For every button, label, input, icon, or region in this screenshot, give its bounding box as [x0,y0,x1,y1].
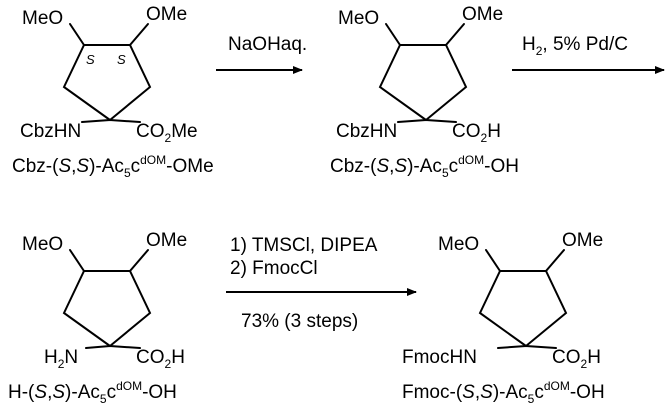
compound-fmoc-oh: MeO OMe FmocHN CO2H Fmoc-(S,S)-Ac5cdOM-O… [402,230,605,406]
label-acid: CO2H [136,347,185,371]
bond-acid [109,345,141,349]
bond-amine [497,345,527,349]
compound-cbz-oh: MeO OMe CbzHN CO2H Cbz-(S,S)-Ac5cdOM-OH [330,4,519,180]
compound-name: Fmoc-(S,S)-Ac5cdOM-OH [402,379,605,406]
bond-ome [445,23,465,46]
label-amine: FmocHN [402,347,477,368]
label-ome: OMe [562,230,603,251]
label-acid: CO2H [552,347,601,371]
compound-cbz-ome: MeO OMe S S CbzHN CO2Me Cbz-(S,S)-Ac5cdO… [12,4,214,180]
label-meo: MeO [22,234,63,255]
bond-meo [385,23,401,46]
bond-amine [81,119,111,123]
reagent-label: NaOHaq. [228,34,307,55]
bond-amine [85,345,111,349]
reagent-line-1: 1) TMSCl, DIPEA [230,235,378,256]
ring-bonds [62,44,152,122]
reaction-step-2: H2, 5% Pd/C [512,34,665,74]
reagent-label: H2, 5% Pd/C [522,34,628,58]
compound-name: Cbz-(S,S)-Ac5cdOM-OMe [12,153,214,180]
label-ome: OMe [146,230,187,251]
ring-bonds [378,44,468,122]
bond-ome [545,249,565,272]
stereo-label-right: S [117,52,126,67]
bond-meo [485,249,501,272]
bond-acid [525,345,557,349]
label-ester: CO2Me [136,121,198,145]
reagent-line-2: 2) FmocCl [230,258,318,279]
compound-name: Cbz-(S,S)-Ac5cdOM-OH [330,153,519,180]
bond-meo [69,23,85,46]
label-ome: OMe [462,4,503,25]
reaction-step-1: NaOHaq. [216,34,307,74]
bond-ome [129,23,149,46]
yield-label: 73% (3 steps) [241,311,358,332]
label-amine: CbzHN [20,121,81,142]
ring-bonds [478,270,568,348]
label-ome: OMe [146,4,187,25]
label-meo: MeO [438,234,479,255]
label-meo: MeO [22,8,63,29]
compound-h-oh: MeO OMe H2N CO2H H-(S,S)-Ac5cdOM-OH [8,230,187,406]
label-amine: CbzHN [336,121,397,142]
label-meo: MeO [338,8,379,29]
reaction-step-3: 1) TMSCl, DIPEA 2) FmocCl 73% (3 steps) [226,235,417,332]
bond-acid [425,119,457,123]
bond-ester [109,119,141,123]
label-amine: H2N [44,347,78,371]
bond-meo [69,249,85,272]
bond-amine [397,119,427,123]
compound-name: H-(S,S)-Ac5cdOM-OH [8,379,177,406]
ring-bonds [62,270,152,348]
bond-ome [129,249,149,272]
label-acid: CO2H [452,121,501,145]
stereo-label-left: S [86,52,95,67]
